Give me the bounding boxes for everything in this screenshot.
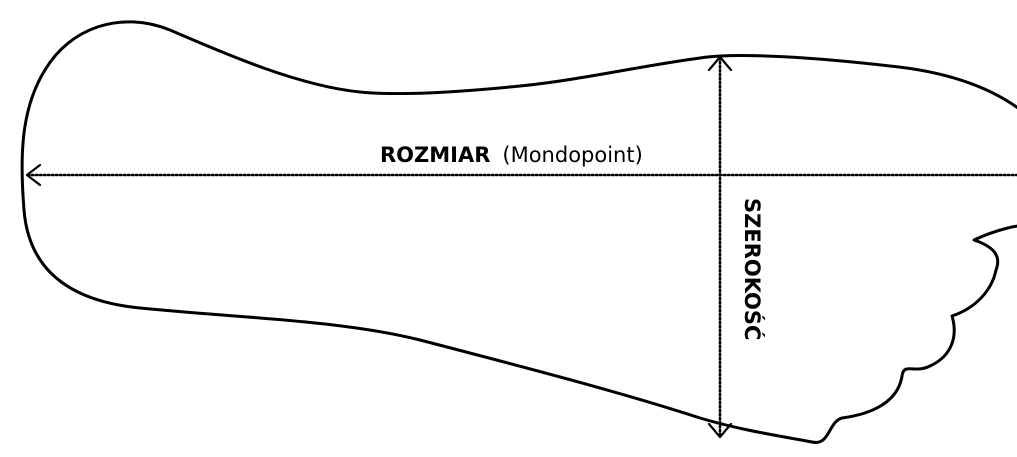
width-arrowhead-bottom xyxy=(707,422,733,439)
width-label: SZEROKOŚĆ xyxy=(740,198,765,340)
length-label-regular: (Mondopoint) xyxy=(502,143,642,167)
length-label-bold: ROZMIAR xyxy=(380,143,490,167)
length-arrowhead-left xyxy=(25,163,42,187)
width-arrowhead-top xyxy=(707,55,733,72)
length-label: ROZMIAR (Mondopoint) xyxy=(380,143,643,167)
foot-outline xyxy=(20,20,1017,444)
